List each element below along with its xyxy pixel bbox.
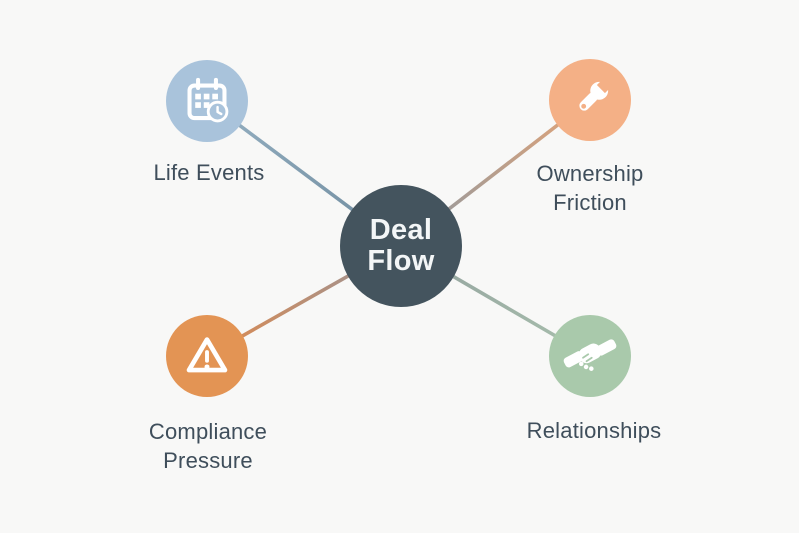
node-deal-flow: Deal Flow <box>340 185 462 307</box>
warning-triangle-icon <box>186 337 228 373</box>
handshake-icon <box>563 339 617 371</box>
node-ownership-friction <box>549 59 631 141</box>
node-life-events <box>166 60 248 142</box>
node-label-compliance-pressure: Compliance Pressure <box>148 419 268 473</box>
wrench-icon <box>579 77 613 111</box>
node-label-relationships: Relationships <box>526 418 662 443</box>
node-label-life-events: Life Events <box>153 160 265 185</box>
center-node-label: Deal Flow <box>367 214 435 277</box>
node-label-ownership-friction: Ownership Friction <box>536 161 644 215</box>
node-relationships <box>549 315 631 397</box>
node-compliance-pressure <box>166 315 248 397</box>
calendar-clock-icon <box>187 77 229 123</box>
